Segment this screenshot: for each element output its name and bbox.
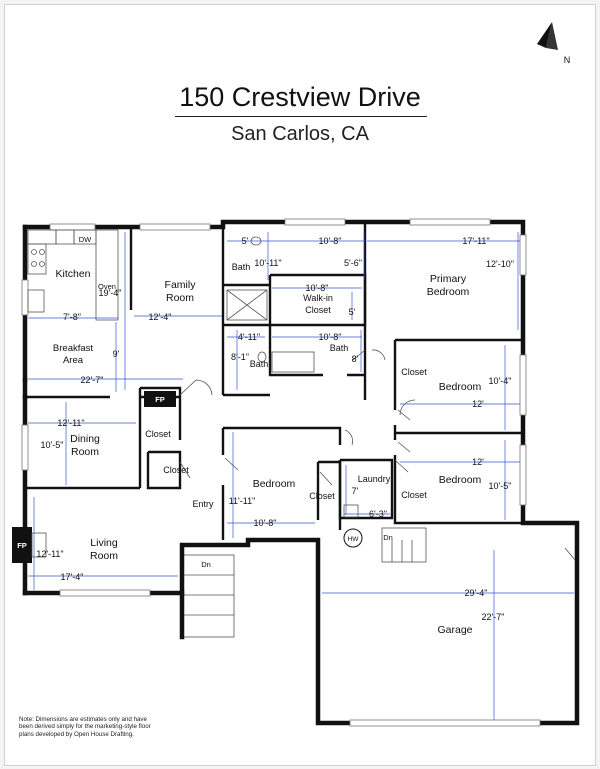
title-underline [175,116,427,117]
laundry-down-label: Dn [383,533,393,542]
compass-label: N [564,55,571,65]
room-closet-center: Closet [309,491,335,501]
windows [21,218,541,727]
room-garage: Garage [437,624,472,636]
svg-text:10'-8": 10'-8" [319,236,342,246]
svg-text:12': 12' [472,399,484,409]
svg-text:22'-7": 22'-7" [81,375,104,385]
compass-icon: N [537,22,570,65]
room-walkin-line1: Walk-in [303,293,333,303]
room-bath-lower: Bath [330,343,349,353]
room-entry: Entry [192,499,214,509]
room-family-line2: Room [166,292,194,304]
room-dining-line2: Room [71,446,99,458]
room-dining-line1: Dining [70,433,100,445]
stair-down-label: Dn [201,560,211,569]
svg-text:10'-8": 10'-8" [254,518,277,528]
svg-text:8'-1": 8'-1" [231,352,249,362]
svg-text:8': 8' [352,354,359,364]
room-bedroom-right: Bedroom [439,381,482,393]
doors [179,349,576,561]
room-walkin-line2: Closet [305,305,331,315]
svg-text:10'-4": 10'-4" [489,376,512,386]
room-breakfast-line1: Breakfast [53,343,93,354]
svg-text:5': 5' [242,236,249,246]
room-closet-bed-right: Closet [401,367,427,377]
room-breakfast-line2: Area [63,355,84,366]
dimension-labels: 7'-8" 19'-4" 12'-4" 9' 22'-7" 5' 10'-11"… [36,236,514,622]
bath-fixtures [226,236,359,518]
svg-text:5': 5' [349,307,356,317]
svg-text:7'-8": 7'-8" [63,312,81,322]
svg-text:4'-11": 4'-11" [238,332,260,342]
svg-text:12'-11": 12'-11" [57,418,84,428]
svg-text:12'-10": 12'-10" [486,259,514,269]
svg-text:11'-11": 11'-11" [229,496,256,506]
fireplace-left: FP [12,527,47,563]
room-bath-upper: Bath [232,262,251,272]
fireplace-top: FP [144,391,176,407]
room-closet-fp: Closet [145,429,171,439]
room-living-line1: Living [90,537,118,549]
dimension-lines [28,232,574,720]
room-family-line1: Family [165,279,197,291]
room-bedroom-right2: Bedroom [439,474,482,486]
svg-text:FP: FP [17,541,27,550]
room-bath-center: Bath [250,359,269,369]
dishwasher-label: DW [79,235,92,244]
room-primary-line1: Primary [430,273,467,285]
interior-walls [25,222,523,540]
page-subtitle: San Carlos, CA [231,123,369,145]
svg-text:22'-7": 22'-7" [482,612,505,622]
svg-text:12'-4": 12'-4" [149,312,172,322]
svg-text:10'-5": 10'-5" [41,440,64,450]
svg-text:10'-5": 10'-5" [489,481,512,491]
kitchen-fixtures: DW Oven [27,229,119,321]
garage-steps [381,527,427,563]
svg-text:HW: HW [348,536,360,543]
room-laundry: Laundry [358,474,391,484]
svg-text:19'-4": 19'-4" [99,288,122,298]
svg-text:9': 9' [113,349,120,359]
room-closet-small: Closet [163,465,189,475]
svg-text:10'-8": 10'-8" [306,283,329,293]
room-primary-line2: Bedroom [427,286,470,298]
room-labels: Kitchen Family Room Breakfast Area Bath … [53,262,482,636]
room-kitchen: Kitchen [55,268,90,280]
svg-text:7': 7' [352,486,359,496]
svg-text:12': 12' [472,457,484,467]
svg-text:10'-8": 10'-8" [319,332,342,342]
page-title: 150 Crestview Drive [179,82,421,112]
svg-text:17'-11": 17'-11" [462,236,489,246]
disclaimer-note: Note: Dimensions are estimates only and … [19,716,151,738]
svg-text:17'-4": 17'-4" [61,572,84,582]
svg-text:12'-11": 12'-11" [36,549,63,559]
room-living-line2: Room [90,550,118,562]
floor-plan-sheet [4,4,596,766]
room-bedroom-center: Bedroom [253,478,296,490]
water-heater-icon: HW [343,528,363,548]
svg-text:10'-11": 10'-11" [254,258,281,268]
room-closet-right2: Closet [401,490,427,500]
svg-text:6'-3": 6'-3" [369,509,387,519]
oven-label: Oven [98,282,116,291]
svg-text:FP: FP [155,395,165,404]
svg-text:5'-6": 5'-6" [344,258,362,268]
svg-text:29'-4": 29'-4" [465,588,488,598]
